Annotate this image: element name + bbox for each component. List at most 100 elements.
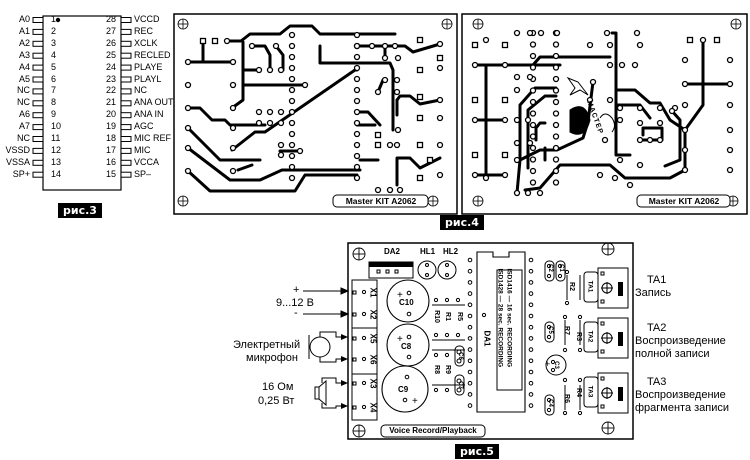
left-pin-number: 7 (51, 85, 57, 96)
pcb-pad (288, 152, 296, 160)
pcb-pad (211, 37, 219, 45)
right-pin-24 (120, 64, 132, 71)
pcb-pad (353, 152, 361, 160)
pcb-pad (277, 66, 285, 74)
pcb-pad (526, 73, 534, 81)
pcb-pad (436, 40, 444, 48)
left-pin-13 (32, 159, 44, 166)
pcb-pad (381, 76, 389, 84)
pcb-pad (353, 141, 361, 149)
ic-socket-pad (467, 268, 473, 274)
right-pin-name: VCCD (134, 14, 160, 24)
fig3-caption: рис.3 (58, 203, 102, 218)
pcb-pad (552, 64, 560, 71)
left-pin-12 (32, 147, 44, 154)
label-c8: C8 (401, 342, 412, 351)
pcb-pad (229, 124, 237, 132)
label-x3: X3 (368, 378, 378, 389)
pcb-pad (288, 130, 296, 138)
pcb-pad (529, 87, 537, 94)
pcb-pad (223, 37, 231, 45)
pcb-pad (184, 81, 192, 89)
left-pin-name: VSSD (5, 144, 30, 155)
pcb-pad (501, 41, 509, 49)
pcb-pad (482, 36, 490, 44)
pcb-pad (272, 42, 280, 50)
label-x5: X5 (368, 333, 378, 344)
pcb-pad (616, 156, 624, 164)
mic-label-line1: Электретный (233, 339, 301, 351)
pcb-pad (713, 36, 721, 44)
label-c1: C1 (557, 264, 564, 272)
label-r10: R10 (432, 310, 440, 323)
label-ta2-board: TA2 (586, 330, 594, 343)
left-pin-name: SP+ (12, 168, 30, 179)
pcb-pad (396, 186, 404, 194)
label-r4: R4 (574, 388, 582, 397)
ta2-desc-line2: полной записи (635, 348, 710, 360)
pcb-pad (266, 66, 274, 74)
pcb-pad (552, 167, 560, 175)
pcb-pad (681, 56, 689, 64)
left-pin-name: A3 (18, 49, 30, 60)
left-pin-number: 11 (51, 133, 61, 143)
pcb-pad (529, 64, 537, 71)
ic-socket-pad (467, 380, 473, 386)
pcb-pad (386, 141, 394, 149)
label-x2: X2 (368, 309, 378, 320)
pcb-pad (381, 54, 389, 62)
pcb-pad (586, 96, 594, 104)
pcb-pad (656, 136, 664, 144)
pcb-pad (288, 31, 296, 39)
right-pin-16 (120, 159, 132, 166)
pcb-pad (426, 156, 434, 164)
ic-socket-pad (528, 369, 534, 375)
left-pin-11 (32, 136, 44, 142)
pcb-pad (368, 42, 376, 50)
ta1-title: TA1 (647, 274, 667, 286)
speaker-label-line1: 16 Ом (262, 381, 294, 393)
left-pin-3 (32, 40, 44, 47)
pcb-pad (353, 75, 361, 83)
speaker-label-line2: 0,25 Вт (258, 395, 295, 407)
pcb-pad (513, 156, 521, 164)
pcb-pad (513, 73, 521, 81)
right-pin-18 (120, 136, 132, 142)
ic-socket-pad (467, 313, 473, 319)
pcb-pad (726, 166, 734, 174)
pcb-pad (266, 119, 274, 127)
pcb-pad (266, 108, 274, 116)
pcb-pad (529, 144, 537, 152)
label-hl2: HL2 (443, 247, 459, 256)
label-x4: X4 (368, 402, 378, 413)
left-pin-8 (32, 100, 44, 107)
pcb-pad (636, 161, 644, 169)
label-r2: R2 (567, 282, 575, 291)
pcb-pad (353, 119, 361, 127)
pcb-pad (699, 36, 707, 44)
right-pin-number: 18 (105, 133, 116, 143)
pcb-pad (513, 189, 521, 197)
pcb-pad (436, 54, 444, 62)
pcb-pad (681, 80, 689, 88)
pcb-pad (636, 41, 644, 49)
pcb-pad (353, 64, 361, 72)
pcb-pad (277, 141, 285, 149)
right-pin-name: MIC (134, 144, 151, 155)
ic-socket-pad (467, 347, 473, 352)
right-pin-name: SP– (134, 168, 152, 179)
pcb-pad (501, 171, 509, 179)
right-pin-25 (120, 52, 132, 59)
pcb-pad (229, 144, 237, 152)
pcb-pad (536, 189, 544, 197)
pcb-pad (353, 174, 361, 182)
pcb-pad (552, 110, 560, 117)
pcb-pad (229, 167, 237, 175)
pcb-pad (529, 167, 537, 175)
pcb-pad (288, 86, 296, 94)
right-pin-number: 21 (105, 97, 116, 108)
pcb-pad (552, 156, 560, 163)
pcb-pad (394, 126, 402, 134)
power-plus-label: + (293, 284, 300, 296)
ic-socket-pad (467, 291, 473, 296)
